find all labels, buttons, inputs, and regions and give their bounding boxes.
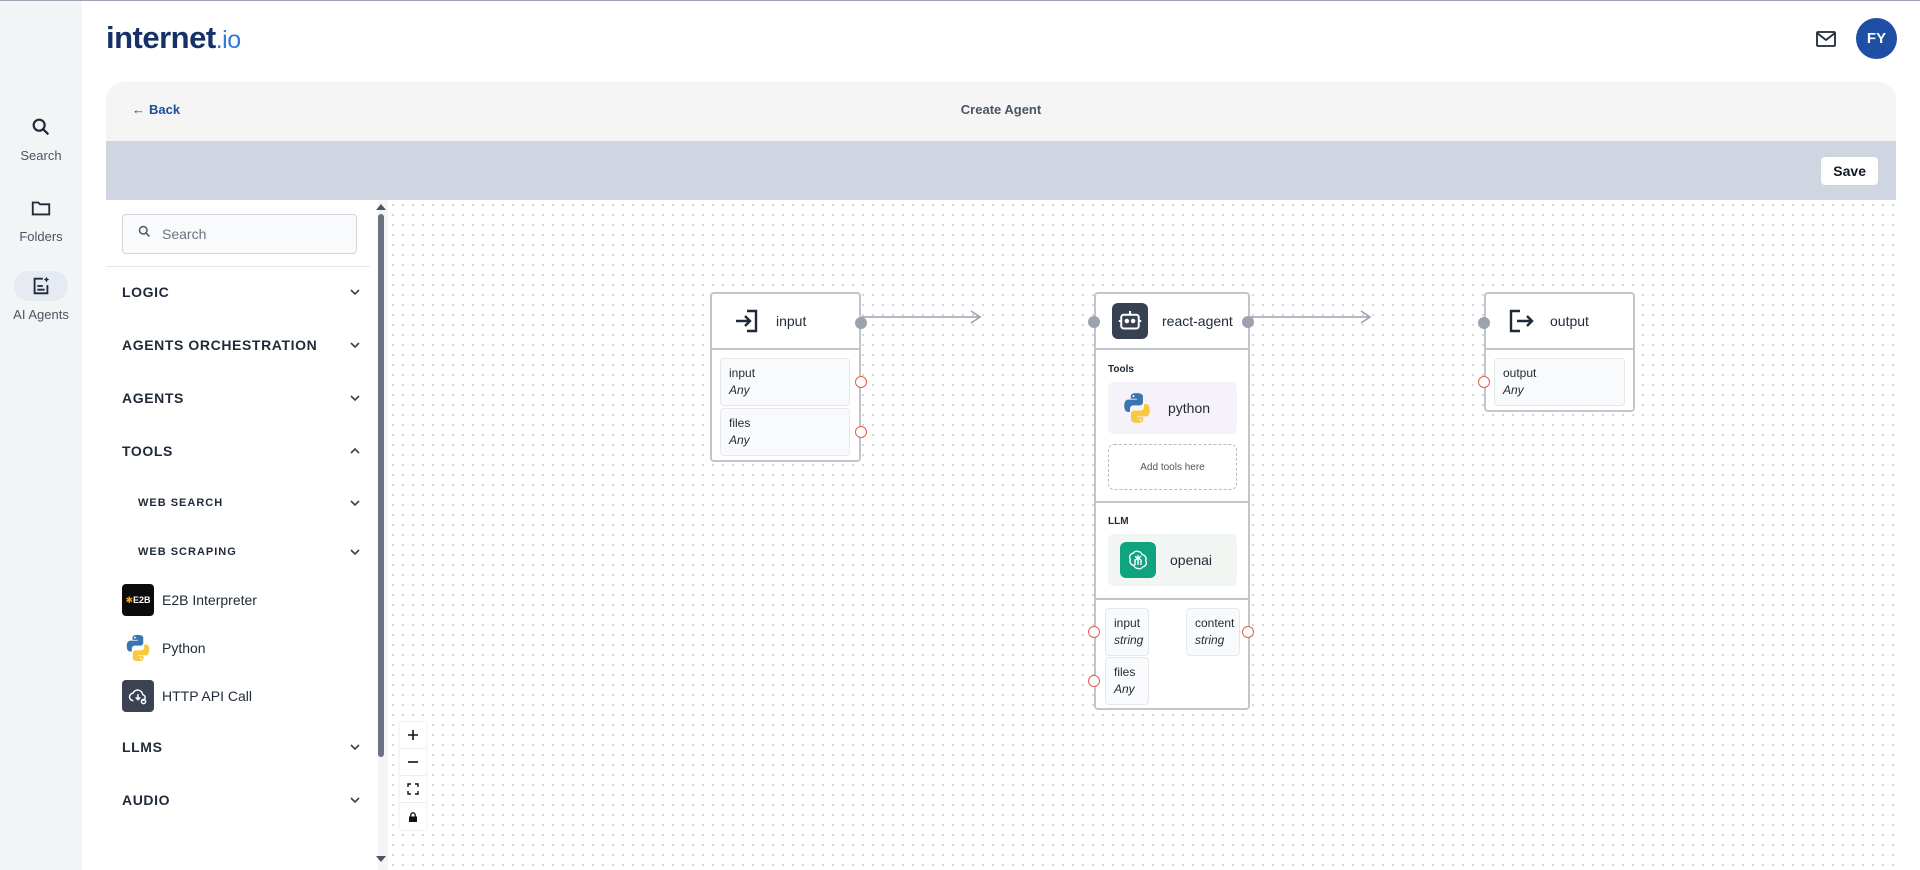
arrow-left-icon: ← <box>132 102 145 117</box>
chevron-down-icon <box>350 500 360 507</box>
category-logic[interactable]: LOGIC <box>122 280 362 304</box>
category-agents[interactable]: AGENTS <box>122 386 362 410</box>
output-handle[interactable] <box>855 317 867 329</box>
subcategory-web-search[interactable]: WEB SEARCH <box>138 491 362 515</box>
node-output[interactable]: output output Any <box>1478 292 1635 412</box>
login-icon <box>736 309 758 333</box>
folder-icon <box>14 193 68 223</box>
fit-view-icon <box>407 783 419 795</box>
ai-agents-icon <box>14 271 68 301</box>
editor-card: ← Back Create Agent Save LOGIC AGENTS OR… <box>106 82 1896 870</box>
rail-item-label: Folders <box>19 229 63 244</box>
save-button[interactable]: Save <box>1820 156 1879 186</box>
port-handle[interactable] <box>855 376 867 388</box>
edge-arrowhead <box>970 310 982 324</box>
components-panel: LOGIC AGENTS ORCHESTRATION AGENTS TOOLS … <box>106 200 386 870</box>
port-handle[interactable] <box>1478 376 1490 388</box>
divider <box>106 266 370 267</box>
node-react-agent[interactable]: react-agent Tools python Add tools here … <box>1088 292 1254 710</box>
e2b-icon: ✱E2B <box>122 584 154 616</box>
llm-chip-openai[interactable]: openai <box>1108 534 1237 586</box>
lock-button[interactable] <box>400 803 426 830</box>
port-input[interactable]: input string <box>1105 608 1149 656</box>
scroll-down-arrow[interactable] <box>376 856 386 862</box>
mail-icon[interactable] <box>1814 27 1838 51</box>
port-input[interactable]: input Any <box>720 358 850 406</box>
openai-icon <box>1120 542 1156 578</box>
tool-item-e2b-interpreter[interactable]: ✱E2B E2B Interpreter <box>122 584 257 616</box>
category-agents-orchestration[interactable]: AGENTS ORCHESTRATION <box>122 333 362 357</box>
port-handle[interactable] <box>1088 626 1100 638</box>
python-icon <box>122 632 154 664</box>
search-input[interactable] <box>162 226 342 242</box>
tool-item-python[interactable]: Python <box>122 632 206 664</box>
tools-section-label: Tools <box>1108 364 1134 375</box>
port-output[interactable]: output Any <box>1494 358 1625 406</box>
rail-item-search[interactable]: Search <box>0 112 82 163</box>
zoom-out-button[interactable] <box>400 749 426 776</box>
panel-scrollbar[interactable] <box>378 214 384 757</box>
page-title: Create Agent <box>960 102 1042 117</box>
brand-logo[interactable]: internet.io <box>106 20 241 55</box>
zoom-in-button[interactable] <box>400 722 426 749</box>
rail-item-folders[interactable]: Folders <box>0 193 82 244</box>
category-llms[interactable]: LLMS <box>122 735 362 759</box>
node-header: react-agent <box>1096 294 1248 350</box>
tool-item-http-api-call[interactable]: HTTP API Call <box>122 680 252 712</box>
logout-icon <box>1509 309 1534 333</box>
search-icon <box>14 112 68 142</box>
input-handle[interactable] <box>1478 317 1490 329</box>
input-handle[interactable] <box>1088 316 1100 328</box>
port-handle[interactable] <box>1242 626 1254 638</box>
scroll-up-arrow[interactable] <box>376 204 386 210</box>
top-header: internet.io FY <box>82 0 1920 80</box>
plus-icon <box>408 730 418 740</box>
node-input[interactable]: input input Any files Any <box>710 292 867 462</box>
rail-item-label: Search <box>20 148 62 163</box>
subcategory-web-scraping[interactable]: WEB SCRAPING <box>138 540 362 564</box>
port-content[interactable]: content string <box>1186 608 1240 656</box>
fit-view-button[interactable] <box>400 776 426 803</box>
category-tools[interactable]: TOOLS <box>122 439 362 463</box>
bot-icon <box>1112 303 1148 339</box>
python-icon <box>1124 393 1150 423</box>
chevron-down-icon <box>350 549 360 556</box>
chevron-down-icon <box>350 395 360 402</box>
add-tools-dropzone[interactable]: Add tools here <box>1108 444 1237 490</box>
category-audio[interactable]: AUDIO <box>122 788 362 812</box>
nav-rail: Search Folders AI Agents <box>0 0 82 870</box>
llm-section-label: LLM <box>1108 516 1129 527</box>
tool-chip-python[interactable]: python <box>1108 382 1237 434</box>
back-button[interactable]: ← Back <box>132 102 181 117</box>
chevron-up-icon <box>350 447 360 454</box>
output-handle[interactable] <box>1242 316 1254 328</box>
edge-arrowhead <box>1360 310 1372 324</box>
section-divider <box>1096 598 1248 600</box>
http-api-icon <box>122 680 154 712</box>
zoom-controls <box>400 722 426 830</box>
search-field[interactable] <box>122 214 357 254</box>
lock-icon <box>409 811 417 822</box>
port-handle[interactable] <box>1088 675 1100 687</box>
port-handle[interactable] <box>855 426 867 438</box>
rail-item-ai-agents[interactable]: AI Agents <box>0 271 82 322</box>
flow-canvas[interactable]: input input Any files Any react-agent T <box>388 200 1896 870</box>
chevron-down-icon <box>350 289 360 296</box>
chevron-down-icon <box>350 797 360 804</box>
port-files[interactable]: files Any <box>720 408 850 456</box>
editor-toolbar: Save <box>106 141 1896 200</box>
chevron-down-icon <box>350 744 360 751</box>
rail-item-label: AI Agents <box>13 307 69 322</box>
chevron-down-icon <box>350 342 360 349</box>
avatar[interactable]: FY <box>1856 18 1897 59</box>
minus-icon <box>408 761 418 763</box>
node-header: input <box>712 294 859 350</box>
section-divider <box>1096 501 1248 503</box>
port-files[interactable]: files Any <box>1105 657 1149 705</box>
search-icon <box>137 224 152 244</box>
node-header: output <box>1486 294 1633 350</box>
